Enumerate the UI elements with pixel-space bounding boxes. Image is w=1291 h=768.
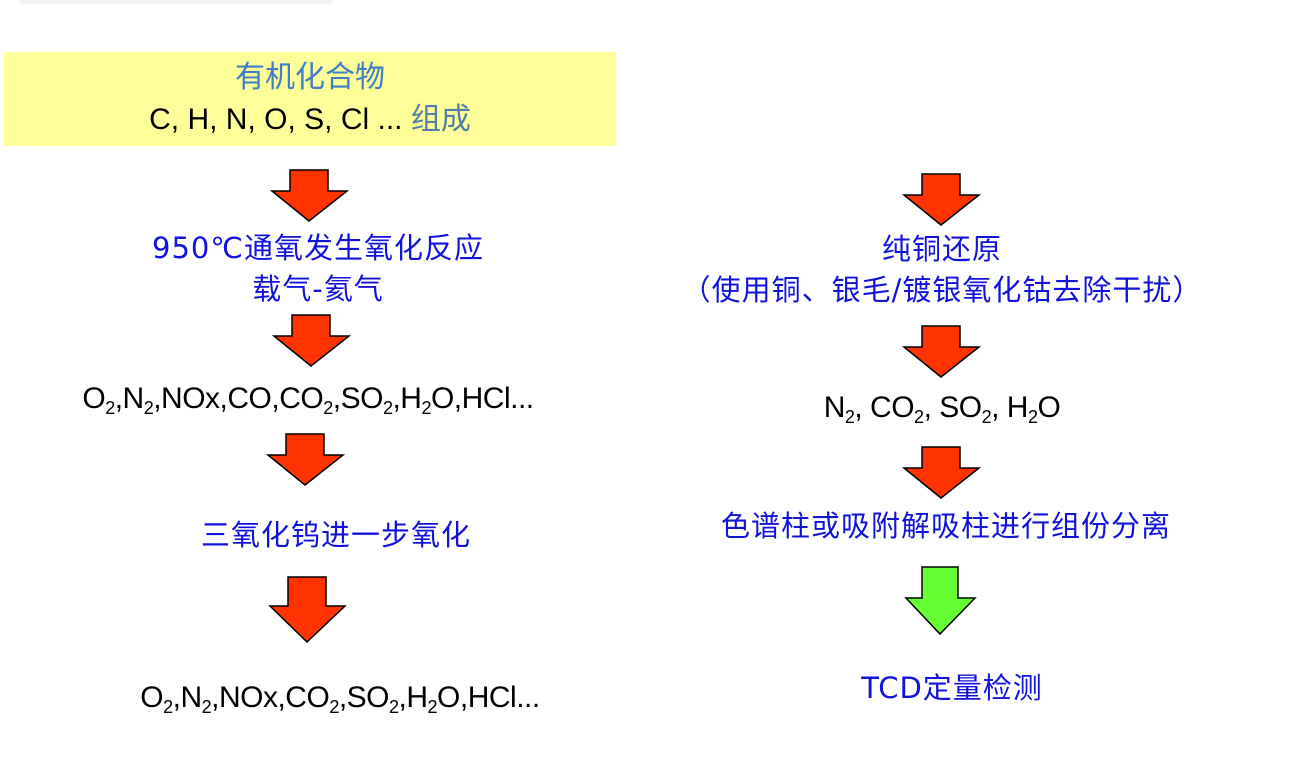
right-step3: TCD定量检测 [861,671,1043,705]
left-arrow-1 [270,169,350,223]
top-divider [20,0,332,4]
subscript: 2 [981,407,992,427]
product-text: , H [991,391,1028,424]
product-text: O [82,382,106,415]
right-step2: 色谱柱或吸附解吸柱进行组份分离 [720,509,1171,543]
header-suffix: 组成 [410,102,471,137]
right-arrow-1 [902,173,982,227]
left-step1-line1: 950℃通氧发生氧化反应 [152,231,484,265]
right-products: N2, CO2, SO2, H2O [742,388,1142,428]
product-text: ,NOx,CO [211,681,330,714]
product-text: N [823,391,846,424]
subscript: 2 [323,398,333,418]
left-step1-line2: 载气-氦气 [252,272,384,306]
header-composition-line: C, H, N, O, S, Cl ... 组成 [4,100,616,144]
product-text: ,SO [332,382,384,415]
product-text: ,H [392,382,422,415]
subscript: 2 [201,697,212,717]
product-text: ,N [172,681,203,714]
right-step1-line1: 纯铜还原 [881,232,1002,266]
product-text: ,H [398,681,429,714]
header-elements: C, H, N, O, S, Cl ... [149,103,411,136]
left-arrow-3 [266,433,346,487]
right-step1-line2: （使用铜、银毛/镀银氧化钴去除干扰） [681,273,1203,307]
right-arrow-3 [902,446,982,500]
product-text: O [1037,391,1061,424]
left-arrow-2 [272,314,352,368]
left-arrow-4 [268,576,348,644]
subscript: 2 [163,697,173,717]
product-text: O,HCl... [437,681,540,714]
subscript: 2 [427,697,438,717]
subscript: 2 [914,407,924,427]
product-text: , CO [854,391,915,424]
header-title: 有机化合物 [235,60,385,95]
left-products-2: O2,N2,NOx,CO2,SO2,H2O,HCl... [62,678,618,718]
subscript: 2 [382,398,393,418]
left-step2: 三氧化钨进一步氧化 [200,518,471,552]
left-products-1: O2,N2,NOx,CO,CO2,SO2,H2O,HCl... [30,379,586,419]
product-text: ,NOx,CO,CO [153,382,324,415]
right-arrow-green [904,566,978,636]
subscript: 2 [389,697,399,717]
subscript: 2 [844,407,855,427]
product-text: ,N [114,382,145,415]
right-arrow-2 [902,325,982,379]
product-text: O [140,681,164,714]
header-box: 有机化合物 C, H, N, O, S, Cl ... 组成 [4,52,616,146]
subscript: 2 [105,398,115,418]
product-text: ,SO [338,681,390,714]
subscript: 2 [1027,407,1038,427]
product-text: O,HCl... [430,382,534,415]
subscript: 2 [421,398,431,418]
subscript: 2 [143,398,154,418]
product-text: , SO [923,391,983,424]
subscript: 2 [329,697,339,717]
